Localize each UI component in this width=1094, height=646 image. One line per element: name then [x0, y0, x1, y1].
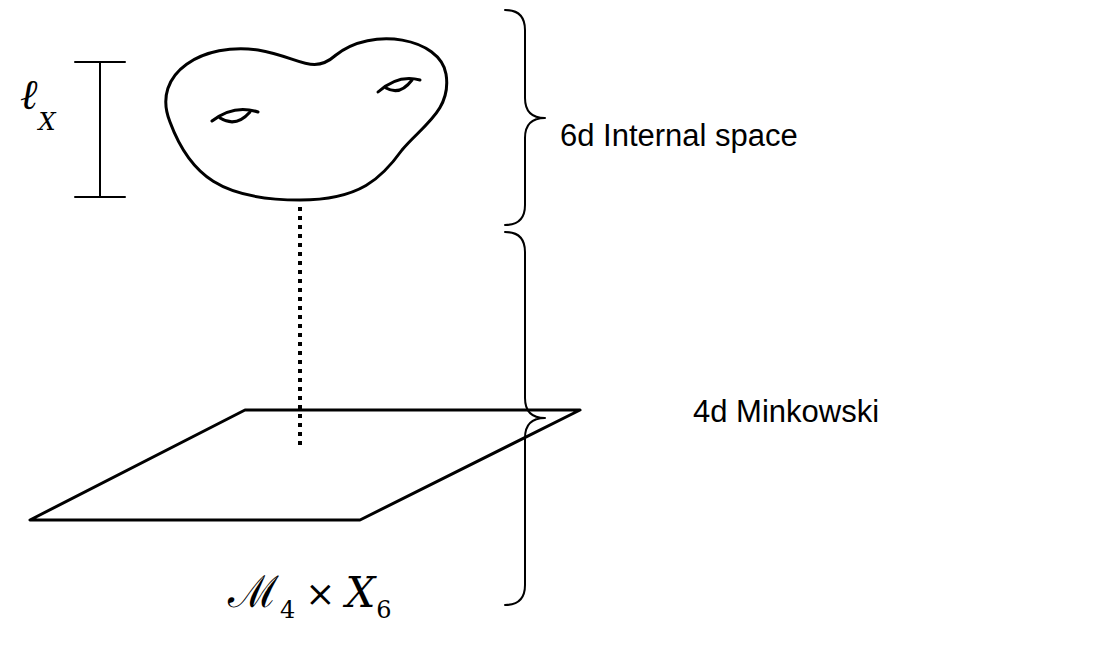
region-label: 6d Internal space: [560, 120, 798, 151]
brace: [505, 232, 545, 605]
fiber-line: [298, 207, 302, 450]
brace: [505, 10, 545, 225]
subscript: 6: [376, 598, 391, 622]
math-symbol: X: [345, 572, 375, 614]
subscript: 4: [280, 598, 295, 622]
length-symbol: ℓ: [20, 74, 38, 116]
math-symbol: ℳ: [228, 570, 279, 614]
scale-bar: [75, 62, 125, 197]
math-symbol: ×: [305, 576, 335, 612]
region-label: 4d Minkowski: [693, 396, 879, 427]
internal-surface: [166, 39, 447, 200]
minkowski-plane: [30, 410, 580, 520]
subscript: X: [39, 110, 56, 134]
